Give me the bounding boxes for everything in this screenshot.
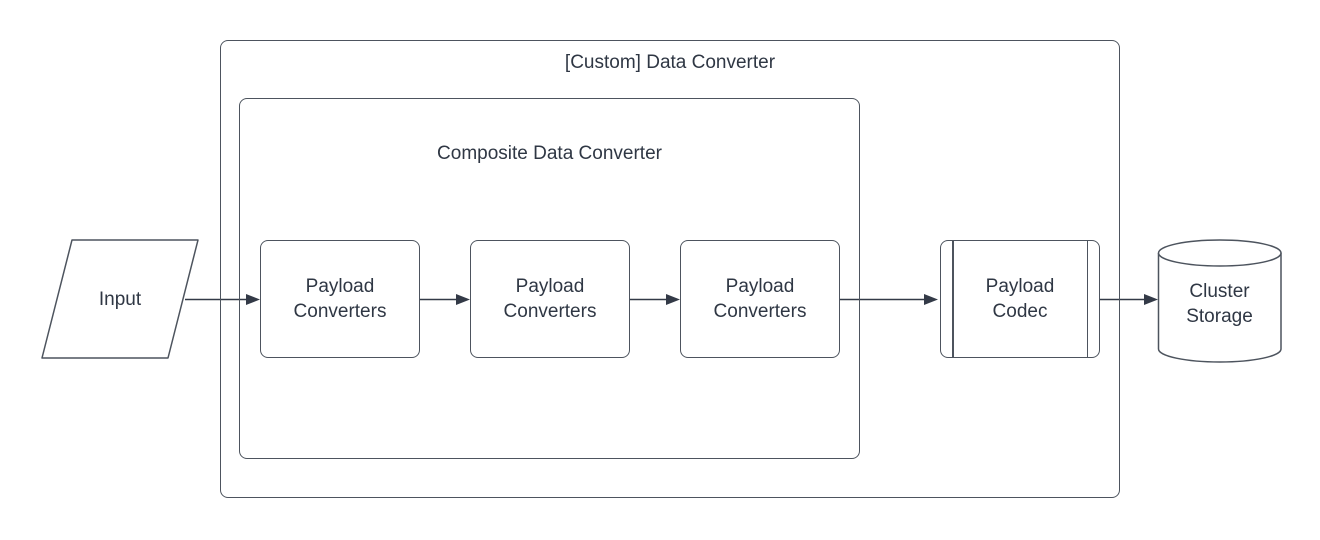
payload-converters-node-3: Payload Converters <box>680 240 840 358</box>
cluster-storage-label: Cluster Storage <box>1186 281 1253 327</box>
cluster-storage-cylinder-body <box>1157 253 1282 363</box>
cluster-storage-cylinder-top <box>1157 239 1282 267</box>
payload-converters-label-2: Payload Converters <box>503 276 597 322</box>
payload-converters-node-1: Payload Converters <box>260 240 420 358</box>
input-parallelogram-shape <box>41 239 199 359</box>
custom-data-converter-title: [Custom] Data Converter <box>564 52 776 73</box>
arrow-converter3-to-codec <box>840 294 938 305</box>
payload-codec-label: Payload Codec <box>985 276 1055 322</box>
arrow-converter2-to-converter3 <box>630 294 680 305</box>
payload-converters-node-2: Payload Converters <box>470 240 630 358</box>
composite-data-converter-container <box>239 98 860 459</box>
arrow-input-to-converter1 <box>185 294 260 305</box>
arrow-codec-to-storage <box>1100 294 1158 305</box>
input-node-label: Input <box>98 288 142 310</box>
composite-data-converter-title: Composite Data Converter <box>437 143 662 164</box>
payload-converters-label-3: Payload Converters <box>713 276 807 322</box>
payload-converters-label-1: Payload Converters <box>293 276 387 322</box>
custom-data-converter-container <box>220 40 1120 498</box>
codec-left-inner-line <box>952 241 954 357</box>
payload-codec-node: Payload Codec <box>940 240 1100 358</box>
arrow-converter1-to-converter2 <box>420 294 470 305</box>
codec-right-inner-line <box>1086 241 1088 357</box>
